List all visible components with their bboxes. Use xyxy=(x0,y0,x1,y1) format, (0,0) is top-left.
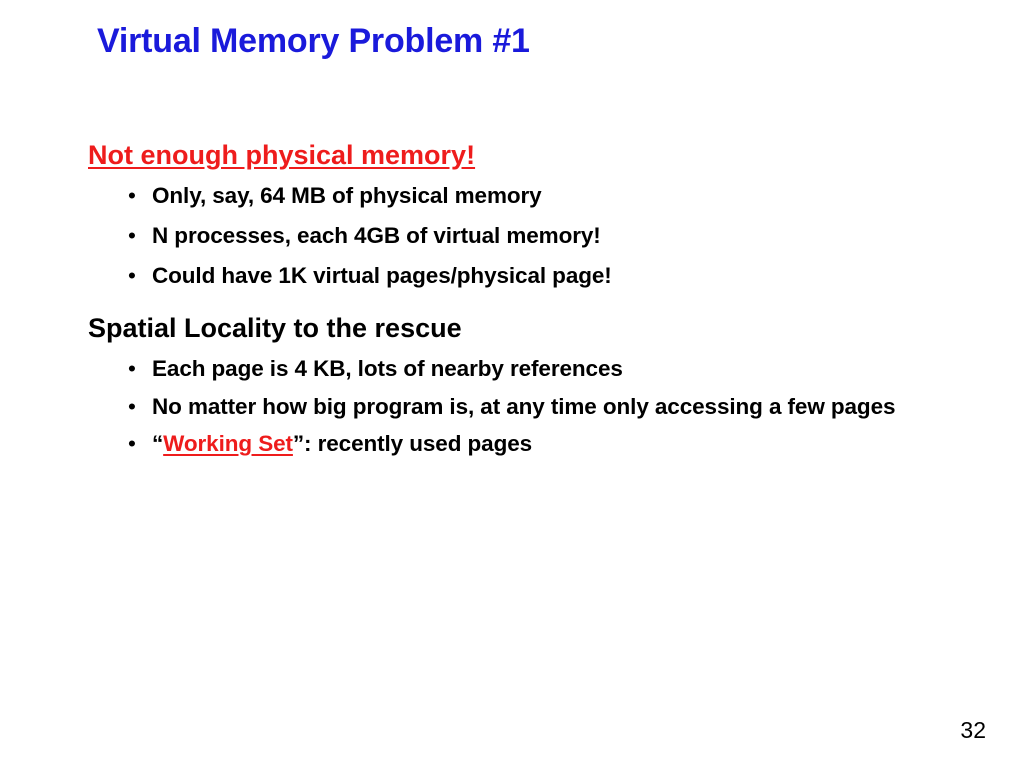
bullet-icon: • xyxy=(128,394,136,419)
working-set-link[interactable]: Working Set xyxy=(163,431,293,456)
list-item: • Could have 1K virtual pages/physical p… xyxy=(88,258,1008,294)
bullet-text: Only, say, 64 MB of physical memory xyxy=(152,183,542,208)
bullet-list-spatial-locality: • Each page is 4 KB, lots of nearby refe… xyxy=(88,351,1008,462)
list-item: • No matter how big program is, at any t… xyxy=(88,388,1012,425)
bullet-icon: • xyxy=(128,263,136,288)
list-item: • Each page is 4 KB, lots of nearby refe… xyxy=(88,351,1008,387)
bullet-text: Each page is 4 KB, lots of nearby refere… xyxy=(152,356,623,381)
bullet-icon: • xyxy=(128,356,136,381)
bullet-icon: • xyxy=(128,183,136,208)
open-quote: “ xyxy=(152,431,164,456)
bullet-text: N processes, each 4GB of virtual memory! xyxy=(152,223,601,248)
bullet-text-working-set: “Working Set”: recently used pages xyxy=(152,431,532,456)
bullet-icon: • xyxy=(128,223,136,248)
list-item: • N processes, each 4GB of virtual memor… xyxy=(88,218,1008,254)
section-physical-memory: Not enough physical memory! • Only, say,… xyxy=(88,138,1008,294)
bullet-text: Could have 1K virtual pages/physical pag… xyxy=(152,263,612,288)
list-item: • Only, say, 64 MB of physical memory xyxy=(88,178,1008,214)
bullet-list-physical-memory: • Only, say, 64 MB of physical memory • … xyxy=(88,178,1008,294)
section-heading-physical-memory: Not enough physical memory! xyxy=(88,140,476,170)
working-set-description: ”: recently used pages xyxy=(292,431,533,456)
section-heading-spatial-locality: Spatial Locality to the rescue xyxy=(88,313,462,343)
page-number: 32 xyxy=(960,717,986,743)
bullet-text: No matter how big program is, at any tim… xyxy=(152,394,896,419)
slide-title: Virtual Memory Problem #1 xyxy=(97,22,530,60)
list-item: • “Working Set”: recently used pages xyxy=(88,426,1008,462)
bullet-icon: • xyxy=(128,431,136,456)
section-spatial-locality: Spatial Locality to the rescue • Each pa… xyxy=(88,311,1008,462)
